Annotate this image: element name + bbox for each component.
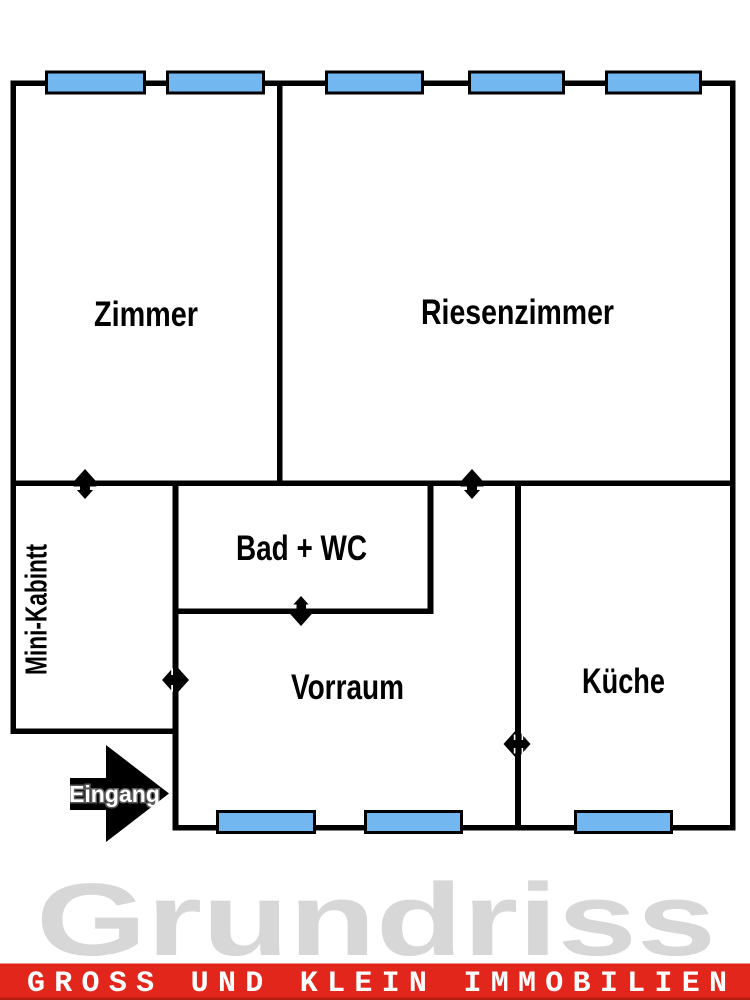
svg-text:Eingang: Eingang: [69, 781, 160, 807]
svg-text:Riesenzimmer: Riesenzimmer: [421, 293, 614, 332]
svg-text:Zimmer: Zimmer: [94, 295, 198, 334]
svg-text:Vorraum: Vorraum: [291, 668, 404, 707]
svg-text:Mini-Kabintt: Mini-Kabintt: [19, 544, 54, 675]
svg-text:Küche: Küche: [582, 662, 665, 701]
svg-text:Eingang: Eingang: [69, 781, 160, 807]
svg-text:Grundriss: Grundriss: [36, 862, 716, 977]
svg-text:Bad + WC: Bad + WC: [236, 529, 367, 568]
